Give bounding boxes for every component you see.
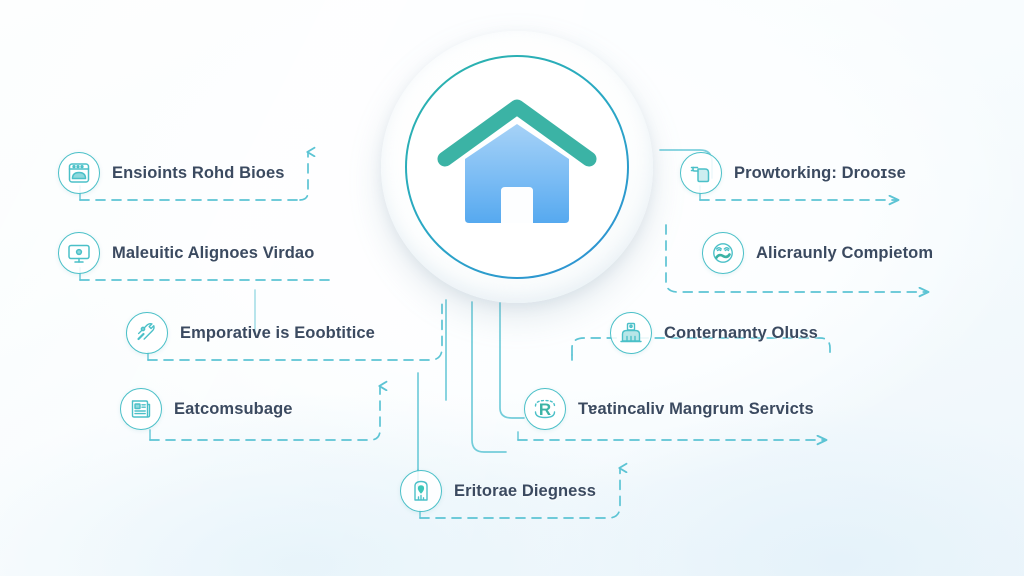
node-left-4-label: Eatcomsubage: [174, 399, 293, 418]
node-bottom-1-label: Eritorae Diegness: [454, 481, 597, 500]
stove-cooker-icon: [58, 152, 100, 194]
node-right-4-label: Tɐatincaliv Mangrum Servicts: [578, 399, 814, 418]
node-left-2[interactable]: Maleuitic Alignoes Virdao: [58, 232, 314, 274]
svg-text:R: R: [539, 400, 551, 419]
node-left-4[interactable]: Eatcomsubage: [120, 388, 293, 430]
node-right-4[interactable]: R Tɐatincaliv Mangrum Servicts: [524, 388, 814, 430]
tools-wrench-icon: [126, 312, 168, 354]
node-right-1-label: Prowtorking: Drooɪse: [734, 163, 906, 182]
node-right-3-label: Conternamty Oluss: [664, 323, 818, 342]
node-left-3-label: Emporative is Eoobtitice: [180, 323, 375, 342]
node-left-1[interactable]: Ensioints Rohd Bioes: [58, 152, 285, 194]
house-icon: [437, 99, 597, 223]
node-left-1-label: Ensioints Rohd Bioes: [112, 163, 285, 182]
spray-cleaner-icon: [680, 152, 722, 194]
monitor-screen-icon: [58, 232, 100, 274]
location-pin-icon: [400, 470, 442, 512]
node-left-2-label: Maleuitic Alignoes Virdao: [112, 243, 315, 262]
center-hub[interactable]: [381, 31, 653, 303]
node-right-3[interactable]: Conternamty Oluss: [610, 312, 818, 354]
letter-r-icon: R: [524, 388, 566, 430]
node-left-3[interactable]: Emporative is Eoobtitice: [126, 312, 375, 354]
node-right-2-label: Alicraunly Compietom: [756, 243, 934, 262]
node-bottom-1[interactable]: Eritorae Diegness: [400, 470, 596, 512]
node-right-2[interactable]: Alicraunly Compietom: [702, 232, 933, 274]
node-right-1[interactable]: Prowtorking: Drooɪse: [680, 152, 906, 194]
document-newspaper-icon: [120, 388, 162, 430]
face-signal-icon: [702, 232, 744, 274]
building-bank-icon: [610, 312, 652, 354]
